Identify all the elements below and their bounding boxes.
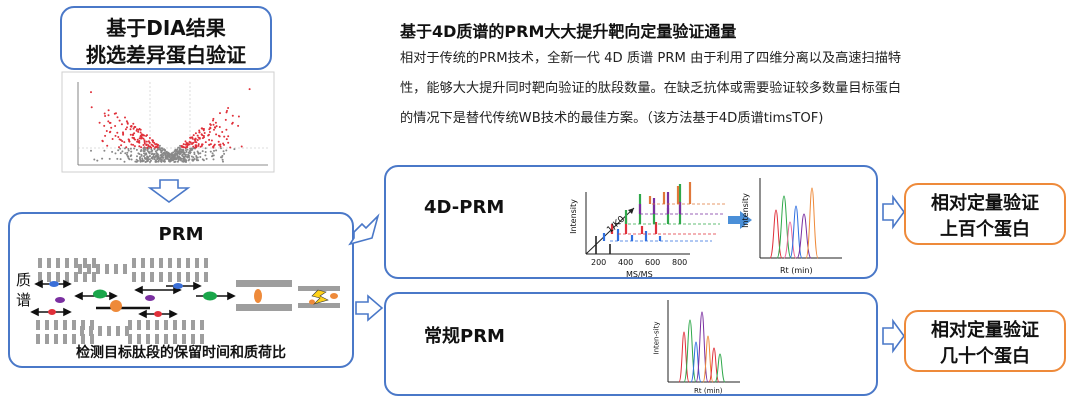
ms-tick-400: 400 xyxy=(618,258,634,267)
header-line-3: 的情况下是替代传统WB技术的最佳方案。（该方法基于4D质谱timsTOF) xyxy=(400,111,824,126)
ms-xlabel: MS/MS xyxy=(626,270,653,279)
prm-side-label: 质 谱 xyxy=(16,271,32,309)
ms-tick-600: 600 xyxy=(645,258,661,267)
result2-line2: 几十个蛋白 xyxy=(940,346,1030,367)
result1-line2: 上百个蛋白 xyxy=(940,219,1030,240)
prm-title: PRM xyxy=(158,224,204,245)
dia-selection-line2: 挑选差异蛋白验证 xyxy=(86,43,246,67)
ms-tick-800: 800 xyxy=(672,258,688,267)
header-title: 基于4D质谱的PRM大大提升靶向定量验证通量 xyxy=(400,22,737,41)
arrow-to-regular-prm-icon xyxy=(355,294,384,322)
arrow-to-4d-prm-icon xyxy=(348,213,380,246)
prm-caption: 检测目标肽段的保留时间和质荷比 xyxy=(76,345,286,361)
prm-4d-box: 4D-PRM xyxy=(384,165,878,279)
dia-selection-line1: 基于DIA结果 xyxy=(106,16,226,40)
ms-tick-200: 200 xyxy=(591,258,607,267)
result1-line1: 相对定量验证 xyxy=(931,193,1039,214)
arrow-to-result2-icon xyxy=(882,318,905,354)
result2-line1: 相对定量验证 xyxy=(931,320,1039,341)
result-box-tens: 相对定量验证 几十个蛋白 xyxy=(904,310,1066,372)
arrow-to-result1-icon xyxy=(882,194,905,230)
header-line-2: 性，能够大大提升同时靶向验证的肽段数量。在缺乏抗体或需要验证较多数量目标蛋白 xyxy=(400,81,902,96)
regular-prm-title: 常规PRM xyxy=(424,326,505,347)
prm-4d-title: 4D-PRM xyxy=(424,197,505,218)
regular-xlabel: Rt (min) xyxy=(694,387,723,395)
header-line-1: 相对于传统的PRM技术，全新一代 4D 质谱 PRM 由于利用了四维分离以及高速… xyxy=(400,51,902,66)
result-box-hundreds: 相对定量验证 上百个蛋白 xyxy=(904,183,1066,245)
prm-box: PRM 质 谱 检测目标肽段的保留时间和质荷比 xyxy=(8,212,354,368)
rt-xlabel-4d: Rt (min) xyxy=(780,266,813,275)
dia-selection-box: 基于DIA结果 挑选差异蛋白验证 xyxy=(60,6,272,70)
regular-prm-box: 常规PRM xyxy=(384,292,878,396)
